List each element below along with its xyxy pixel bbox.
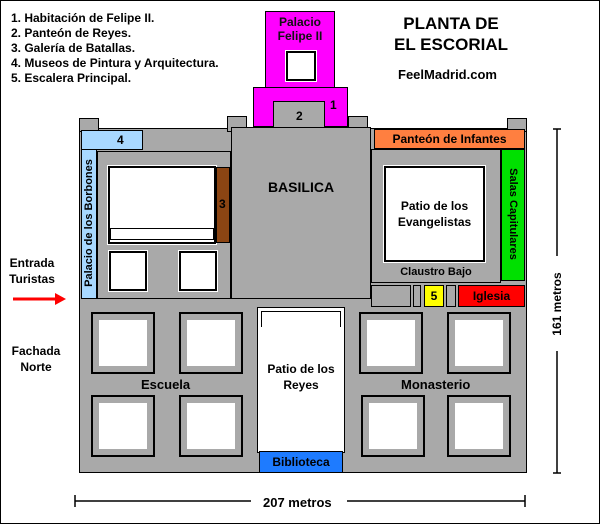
marker-3: 3 (219, 197, 226, 211)
museos-pintura (81, 130, 143, 150)
width-scale (74, 495, 526, 507)
biblioteca-label: Biblioteca (272, 455, 330, 469)
entrance-line2: Turistas (9, 272, 55, 286)
claustro-bajo-label: Claustro Bajo (400, 266, 472, 278)
escalera-principal: 5 (424, 285, 444, 307)
legend: 1. Habitación de Felipe II. 2. Panteón d… (11, 11, 219, 86)
monasterio-court-2 (447, 312, 511, 374)
patio-palacio-bar (110, 228, 214, 240)
facade-label: Fachada Norte (5, 343, 67, 375)
patio-reyes-label: Patio de los Reyes (257, 361, 345, 393)
claustro-cell-1 (371, 285, 411, 307)
entrance-arrow-icon (13, 293, 66, 305)
palacio-felipe-court (285, 50, 317, 82)
height-scale-label: 161 metros (550, 272, 564, 336)
escuela-court-3 (91, 395, 155, 457)
palacio-felipe-line2: Felipe II (277, 29, 323, 43)
patio-evangelistas-line1: Patio de los (400, 199, 469, 213)
legend-item: 2. Panteón de Reyes. (11, 26, 132, 40)
facade-line2: Norte (20, 360, 52, 374)
escuela-court-2 (179, 312, 243, 374)
palacio-felipe-label: Palacio Felipe II (265, 15, 335, 43)
palacio-small-court-1 (108, 250, 148, 292)
title-line-1: PLANTA DE (403, 14, 499, 33)
legend-item: 3. Galería de Batallas. (11, 41, 136, 55)
iglesia-label: Iglesia (472, 289, 511, 303)
facade-line1: Fachada (11, 344, 61, 358)
patio-evangelistas: Patio de los Evangelistas (383, 165, 486, 263)
monasterio-court-3 (361, 395, 425, 457)
site-credit: FeelMadrid.com (398, 67, 497, 82)
marker-5: 5 (430, 289, 438, 303)
patio-evangelistas-line2: Evangelistas (397, 215, 472, 229)
patio-reyes-line1: Patio de los (267, 362, 335, 376)
basilica-label: BASILICA (267, 179, 335, 195)
escuela-label: Escuela (141, 377, 191, 392)
panteon-infantes: Panteón de Infantes (374, 129, 525, 149)
width-scale-label: 207 metros (263, 495, 332, 510)
monasterio-court-4 (447, 395, 511, 457)
marker-1: 1 (330, 98, 337, 112)
patio-reyes-line2: Reyes (283, 378, 319, 392)
marker-2: 2 (296, 109, 303, 123)
entrance-line1: Entrada (9, 256, 55, 270)
entrance-label: Entrada Turistas (5, 255, 59, 287)
palacio-borbones (81, 149, 97, 299)
monasterio-label: Monasterio (401, 377, 471, 392)
palacio-felipe-line1: Palacio (278, 15, 322, 29)
legend-item: 1. Habitación de Felipe II. (11, 11, 155, 25)
legend-item: 5. Escalera Principal. (11, 71, 132, 85)
claustro-cell-2 (413, 285, 421, 307)
title-line-2: EL ESCORIAL (394, 35, 508, 54)
palacio-small-court-2 (178, 250, 218, 292)
galeria-batallas (216, 167, 230, 243)
panteon-infantes-label: Panteón de Infantes (392, 132, 507, 146)
biblioteca: Biblioteca (259, 451, 343, 473)
basilica (231, 127, 371, 299)
height-scale (553, 128, 561, 474)
patio-reyes-inner-top (261, 311, 341, 327)
marker-4: 4 (117, 133, 124, 147)
map-title: PLANTA DE EL ESCORIAL (381, 13, 521, 55)
palacio-borbones-label: Palacio de los Borbones (83, 159, 95, 287)
iglesia: Iglesia (458, 285, 525, 307)
claustro-cell-3 (446, 285, 456, 307)
escuela-court-4 (179, 395, 243, 457)
escuela-court-1 (91, 312, 155, 374)
monasterio-court-1 (359, 312, 423, 374)
salas-capitulares-label: Salas Capitulares (507, 168, 519, 260)
salas-capitulares (501, 149, 525, 281)
legend-item: 4. Museos de Pintura y Arquitectura. (11, 56, 219, 70)
patio-reyes (257, 307, 345, 453)
